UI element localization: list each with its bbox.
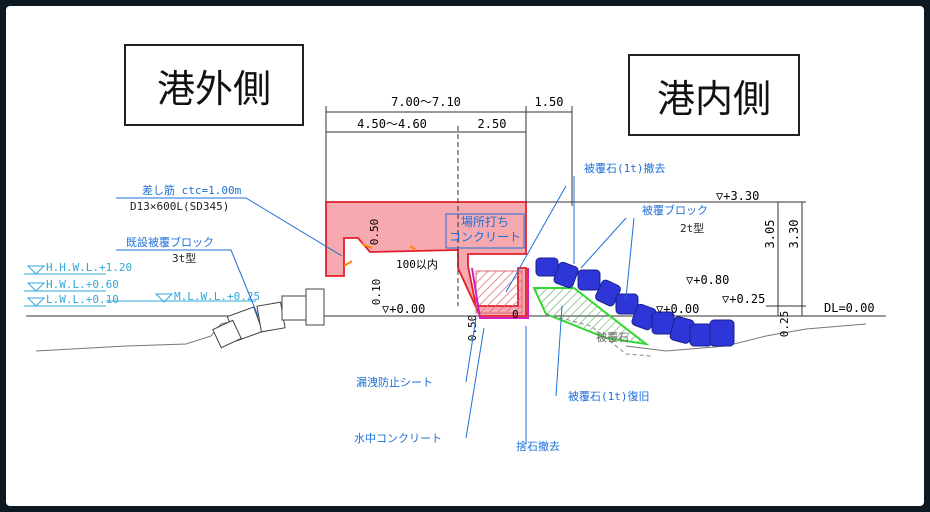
seabed-line (35, 315, 867, 352)
top-dimension-lines (325, 106, 573, 306)
level-mlwl: M.L.W.L.+0.25 (174, 290, 260, 303)
dim-base-0: 0 (512, 308, 519, 321)
dim-left-width: 4.50～4.60 (357, 117, 427, 131)
callout-armor-removal: 被覆石(1t)撤去 (584, 161, 666, 175)
right-dimension-lines (526, 201, 806, 316)
level-top: ▽+3.30 (716, 189, 759, 203)
dim-050-upper: 0.50 (368, 219, 381, 246)
callout-cover-block-type: 2t型 (680, 221, 704, 235)
dim-notch: 100以内 (396, 257, 438, 271)
inner-harbor-label: 港内側 (628, 54, 800, 136)
callout-existing-block: 既設被覆ブロック (126, 235, 214, 249)
callout-armor-restore: 被覆石(1t)復旧 (568, 390, 650, 403)
dim-right-width: 1.50 (535, 95, 564, 109)
cross-section-drawing: 7.00～7.10 4.50～4.60 2.50 1.50 3.05 3.30 … (24, 95, 886, 453)
cast-concrete-label: 場所打ち コンクリート (448, 215, 521, 244)
cover-blocks-2t (535, 257, 735, 347)
callout-existing-block-type: 3t型 (172, 251, 196, 265)
rubble-removal-zone (475, 270, 523, 314)
level-plus025: ▽+0.25 (722, 292, 765, 306)
callout-cover-block: 被覆ブロック (642, 203, 708, 217)
rebar-marks (343, 243, 417, 267)
callout-armor-stone: 被覆石 (596, 331, 629, 344)
outer-harbor-label: 港外側 (124, 44, 304, 126)
callout-leaders (116, 176, 635, 444)
dim-330: 3.30 (787, 220, 801, 249)
level-plus080: ▽+0.80 (686, 273, 729, 287)
callout-underwater-concrete: 水中コンクリート (354, 432, 442, 445)
dim-total-width: 7.00～7.10 (391, 95, 461, 109)
callout-leak-sheet: 漏洩防止シート (356, 375, 433, 389)
level-zero-center: ▽+0.00 (382, 302, 425, 316)
level-hhwl: H.H.W.L.+1.20 (46, 261, 132, 274)
level-hwl: H.W.L.+0.60 (46, 278, 119, 291)
cast-in-place-concrete (325, 201, 527, 317)
water-levels (24, 265, 256, 307)
level-zero-right: ▽+0.00 (656, 302, 699, 316)
dim-305: 3.05 (763, 220, 777, 249)
callout-rebar-2: D13×600L(SD345) (130, 200, 229, 213)
armor-stone-outline (545, 313, 652, 357)
cast-concrete-label-box (445, 213, 525, 249)
callout-rubble-removal: 捨石撤去 (516, 439, 560, 453)
dim-mid-width: 2.50 (478, 117, 507, 131)
leak-prevention-sheet (471, 267, 529, 319)
diagram-frame: 港外側 港内側 (6, 6, 924, 506)
dim-010: 0.10 (370, 279, 383, 306)
restored-armor-stones (532, 287, 650, 346)
level-dl: DL=0.00 (824, 301, 875, 315)
callout-rebar-1: 差し筋 ctc=1.00m (142, 183, 242, 197)
existing-armor-blocks (212, 288, 325, 349)
dim-025: 0.25 (778, 311, 791, 338)
level-lwl: L.W.L.+0.10 (46, 293, 119, 306)
